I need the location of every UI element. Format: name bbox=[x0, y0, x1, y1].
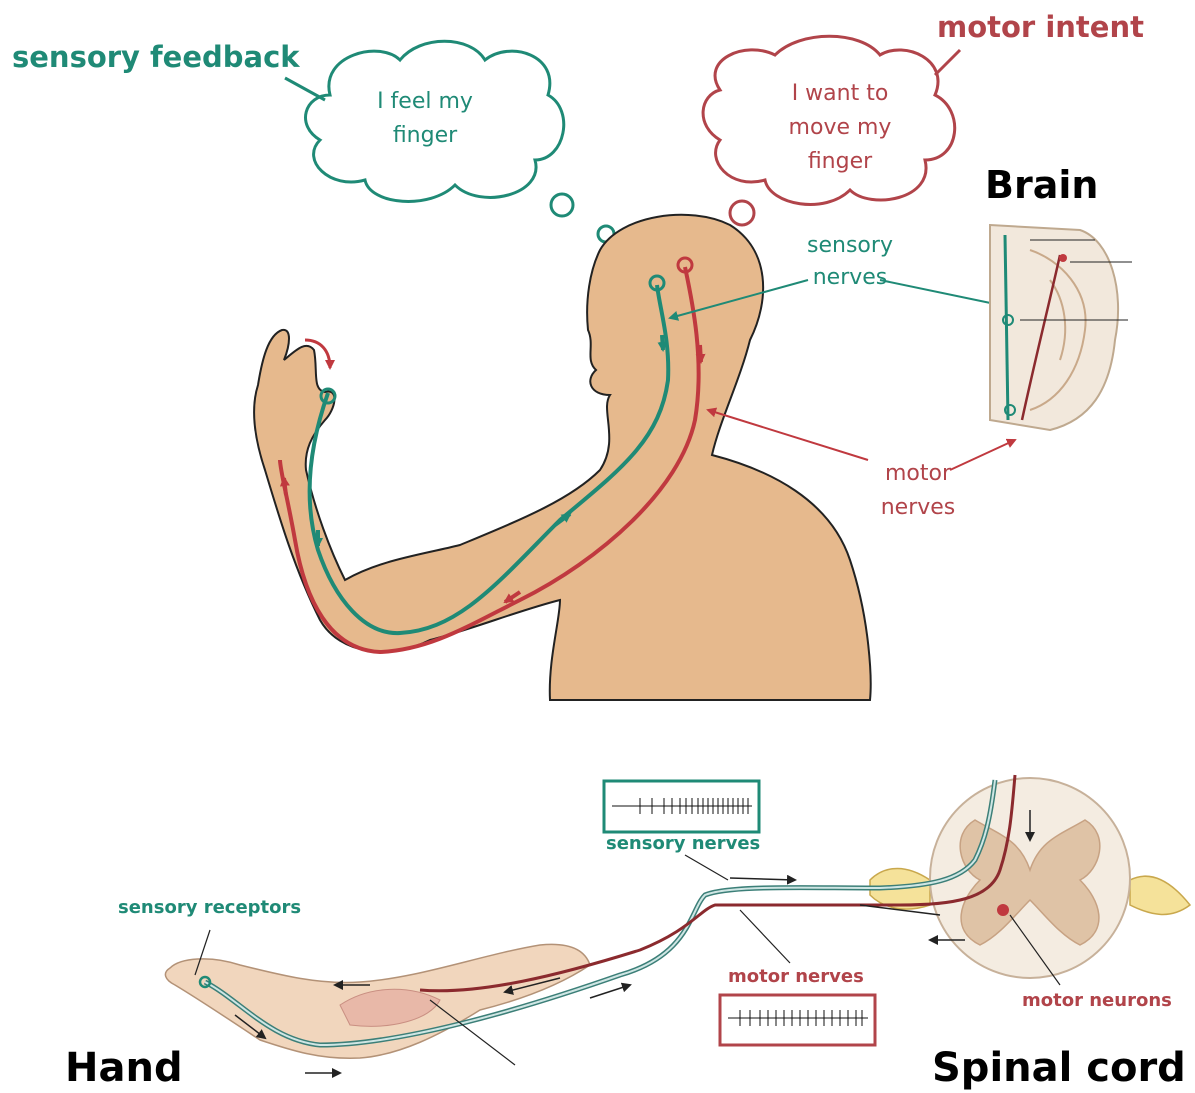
motor-intent-pointer bbox=[935, 50, 960, 75]
motor-thought-line-3: finger bbox=[765, 145, 915, 179]
sensory-thought-text: I feel my finger bbox=[355, 85, 495, 153]
spinal-cord-title: Spinal cord bbox=[932, 1045, 1186, 1091]
motor-neurons-label: motor neurons bbox=[1022, 990, 1172, 1011]
motor-thought-line-2: move my bbox=[765, 111, 915, 145]
motor-nerves-top-line-2: nerves bbox=[868, 491, 968, 525]
sensory-nerves-top-label: sensory nerves bbox=[800, 230, 900, 294]
sensory-thought-line-1: I feel my bbox=[355, 85, 495, 119]
flow-arrow-5 bbox=[590, 985, 630, 998]
motor-nerves-pointer bbox=[708, 410, 868, 460]
sensory-nerves-bottom-pointer bbox=[685, 855, 728, 880]
brain-section-inset bbox=[990, 225, 1132, 430]
motor-nerves-top-line-1: motor bbox=[868, 457, 968, 491]
motor-intent-label: motor intent bbox=[937, 10, 1144, 44]
brain-title: Brain bbox=[985, 163, 1098, 207]
sensory-feedback-pointer bbox=[285, 78, 325, 100]
sensory-thought-line-2: finger bbox=[355, 119, 495, 153]
motor-thought-text: I want to move my finger bbox=[765, 77, 915, 179]
flow-arrow-1 bbox=[730, 878, 795, 880]
sensory-arrow-3 bbox=[662, 335, 663, 350]
motor-spike-train bbox=[720, 995, 875, 1045]
motor-thought-line-1: I want to bbox=[765, 77, 915, 111]
hand-title: Hand bbox=[65, 1045, 183, 1091]
sensory-nerves-bottom-label: sensory nerves bbox=[606, 833, 760, 854]
sensory-thought-dot-large bbox=[551, 194, 573, 216]
motor-thought-dot-large bbox=[730, 201, 754, 225]
motor-arrow-3 bbox=[284, 478, 286, 495]
motor-nerves-bottom-pointer bbox=[740, 910, 790, 963]
spinal-cord-section bbox=[870, 778, 1190, 978]
motor-nerves-bottom-label: motor nerves bbox=[728, 966, 864, 987]
sensory-nerves-top-line-2: nerves bbox=[800, 262, 900, 294]
motor-nerves-top-label: motor nerves bbox=[868, 457, 968, 525]
motor-neuron-marker bbox=[997, 904, 1009, 916]
sensory-nerves-top-line-1: sensory bbox=[800, 230, 900, 262]
motor-arrow-1 bbox=[700, 345, 701, 362]
sensory-receptors-label: sensory receptors bbox=[118, 897, 301, 918]
sensory-feedback-label: sensory feedback bbox=[12, 40, 300, 74]
